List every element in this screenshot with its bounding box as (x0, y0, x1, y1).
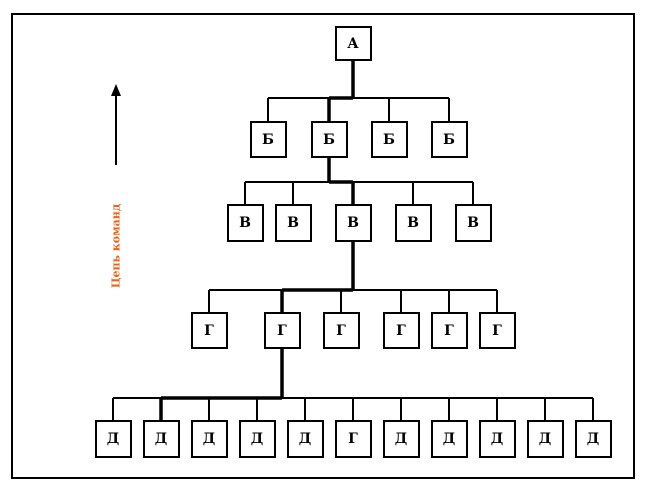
org-node-level-4: Г (382, 312, 420, 349)
org-node-level-5: Д (478, 420, 516, 458)
org-node-level-3: В (334, 204, 372, 242)
org-node-level-4: Г (430, 312, 468, 349)
org-node-level-5: Д (574, 420, 612, 458)
diagram-frame (11, 13, 635, 479)
org-node-level-5: Д (526, 420, 564, 458)
org-node-level-5: Г (334, 420, 372, 458)
org-node-level-4: Г (478, 312, 516, 349)
org-node-level-1: А (334, 26, 372, 61)
org-node-level-3: В (274, 204, 312, 242)
org-node-level-5: Д (430, 420, 468, 458)
org-node-level-4: Г (263, 312, 301, 349)
org-node-level-5: Д (94, 420, 132, 458)
org-node-level-4: Г (190, 312, 228, 349)
org-node-level-2: Б (430, 121, 468, 158)
chain-of-command-label: Цепь команд (109, 203, 123, 289)
org-node-level-3: В (226, 204, 264, 242)
org-node-level-3: В (394, 204, 432, 242)
org-node-level-3: В (454, 204, 492, 242)
org-node-level-5: Д (142, 420, 180, 458)
org-node-level-4: Г (322, 312, 360, 349)
org-node-level-2: Б (310, 121, 348, 158)
org-node-level-2: Б (249, 121, 287, 158)
org-node-level-5: Д (238, 420, 276, 458)
org-node-level-5: Д (286, 420, 324, 458)
org-node-level-2: Б (370, 121, 408, 158)
org-node-level-5: Д (382, 420, 420, 458)
up-arrow-icon (111, 84, 121, 165)
org-node-level-5: Д (190, 420, 228, 458)
